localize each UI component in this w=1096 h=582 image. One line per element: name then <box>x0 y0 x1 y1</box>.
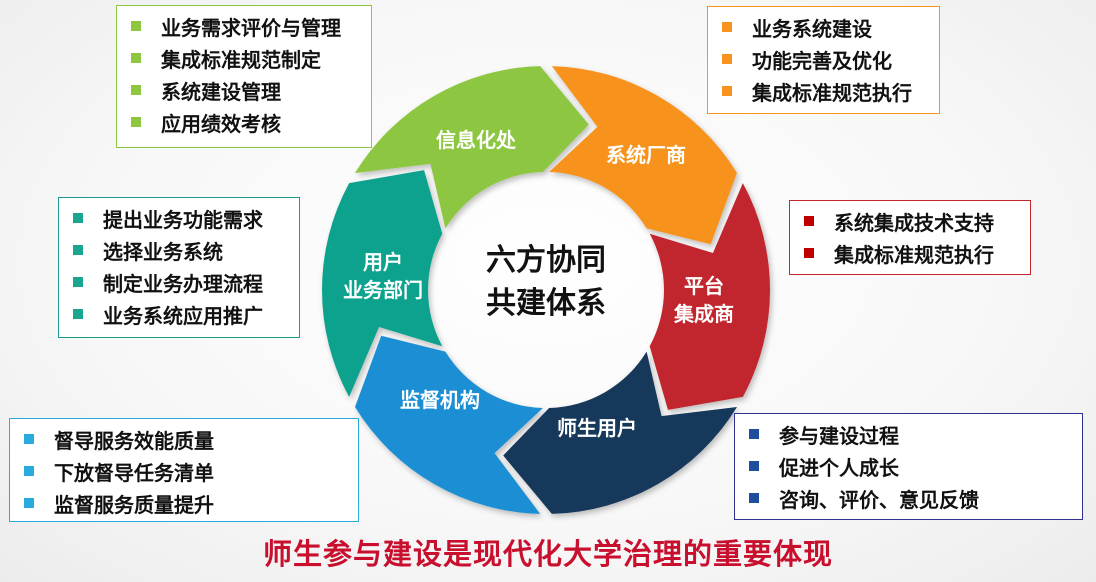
list-item: 功能完善及优化 <box>722 43 939 75</box>
list-item-text: 系统建设管理 <box>161 79 281 104</box>
center-title-line1: 六方协同 <box>486 243 606 278</box>
list-item-text: 选择业务系统 <box>103 239 223 264</box>
square-bullet-icon <box>24 434 34 444</box>
square-bullet-icon <box>131 21 141 31</box>
list-item-text: 集成标准规范制定 <box>161 47 321 72</box>
square-bullet-icon <box>131 117 141 127</box>
box-platform-integrator: 系统集成技术支持集成标准规范执行 <box>789 200 1031 275</box>
list-item: 系统建设管理 <box>131 74 371 106</box>
footer-slogan: 师生参与建设是现代化大学治理的重要体现 <box>262 537 833 571</box>
list-item: 咨询、评价、意见反馈 <box>749 482 1082 514</box>
list-item-text: 参与建设过程 <box>779 423 899 448</box>
segment-platform-integrator-label: 平台 <box>684 274 724 298</box>
square-bullet-icon <box>722 86 732 96</box>
segment-teacher-student-label: 师生用户 <box>557 416 637 440</box>
list-item-text: 促进个人成长 <box>779 455 899 480</box>
square-bullet-icon <box>804 216 814 226</box>
list-item-text: 下放督导任务清单 <box>54 460 214 485</box>
list-item: 集成标准规范执行 <box>804 237 1030 269</box>
box-platform-integrator-list: 系统集成技术支持集成标准规范执行 <box>804 205 1030 269</box>
box-information-office: 业务需求评价与管理集成标准规范制定系统建设管理应用绩效考核 <box>116 5 372 148</box>
box-teacher-student-list: 参与建设过程促进个人成长咨询、评价、意见反馈 <box>749 418 1082 514</box>
list-item: 集成标准规范执行 <box>722 75 939 107</box>
square-bullet-icon <box>73 277 83 287</box>
list-item: 业务需求评价与管理 <box>131 10 371 42</box>
list-item-text: 提出业务功能需求 <box>103 207 263 232</box>
box-user-department-list: 提出业务功能需求选择业务系统制定业务办理流程业务系统应用推广 <box>73 202 299 330</box>
segment-teacher-student <box>503 351 737 514</box>
list-item: 系统集成技术支持 <box>804 205 1030 237</box>
square-bullet-icon <box>24 466 34 476</box>
square-bullet-icon <box>73 245 83 255</box>
list-item-text: 功能完善及优化 <box>752 48 892 73</box>
square-bullet-icon <box>131 53 141 63</box>
box-teacher-student: 参与建设过程促进个人成长咨询、评价、意见反馈 <box>734 413 1083 520</box>
list-item: 提出业务功能需求 <box>73 202 299 234</box>
list-item-text: 应用绩效考核 <box>161 111 281 136</box>
list-item-text: 咨询、评价、意见反馈 <box>779 487 979 512</box>
square-bullet-icon <box>749 429 759 439</box>
list-item: 制定业务办理流程 <box>73 266 299 298</box>
segment-platform-integrator <box>649 183 770 410</box>
segment-system-vendor <box>549 66 737 245</box>
box-system-vendor-list: 业务系统建设功能完善及优化集成标准规范执行 <box>722 11 939 107</box>
list-item: 参与建设过程 <box>749 418 1082 450</box>
square-bullet-icon <box>73 213 83 223</box>
list-item: 业务系统应用推广 <box>73 298 299 330</box>
list-item-text: 业务需求评价与管理 <box>161 15 341 40</box>
box-system-vendor: 业务系统建设功能完善及优化集成标准规范执行 <box>707 6 940 114</box>
square-bullet-icon <box>804 248 814 258</box>
box-information-office-list: 业务需求评价与管理集成标准规范制定系统建设管理应用绩效考核 <box>131 10 371 138</box>
segment-platform-integrator-label: 集成商 <box>673 302 734 326</box>
segment-information-office-label: 信息化处 <box>436 128 517 152</box>
list-item-text: 业务系统建设 <box>752 16 872 41</box>
list-item: 监督服务质量提升 <box>24 487 358 519</box>
square-bullet-icon <box>131 85 141 95</box>
list-item: 应用绩效考核 <box>131 106 371 138</box>
list-item-text: 监督服务质量提升 <box>54 492 214 517</box>
square-bullet-icon <box>24 498 34 508</box>
square-bullet-icon <box>722 54 732 64</box>
list-item: 业务系统建设 <box>722 11 939 43</box>
segment-user-department <box>322 170 443 397</box>
segment-supervision-agency <box>355 335 543 514</box>
segment-information-office <box>355 66 589 229</box>
list-item: 督导服务效能质量 <box>24 423 358 455</box>
box-supervision-agency-list: 督导服务效能质量下放督导任务清单监督服务质量提升 <box>24 423 358 519</box>
list-item: 集成标准规范制定 <box>131 42 371 74</box>
box-user-department: 提出业务功能需求选择业务系统制定业务办理流程业务系统应用推广 <box>58 197 300 338</box>
square-bullet-icon <box>73 309 83 319</box>
list-item-text: 集成标准规范执行 <box>752 80 912 105</box>
list-item-text: 制定业务办理流程 <box>103 271 263 296</box>
list-item: 下放督导任务清单 <box>24 455 358 487</box>
segment-user-department-label: 业务部门 <box>343 278 423 302</box>
segment-user-department-label: 用户 <box>363 250 403 274</box>
segment-system-vendor-label: 系统厂商 <box>606 143 686 167</box>
list-item-text: 业务系统应用推广 <box>103 303 263 328</box>
list-item-text: 集成标准规范执行 <box>834 242 994 267</box>
list-item-text: 督导服务效能质量 <box>54 428 214 453</box>
square-bullet-icon <box>749 493 759 503</box>
square-bullet-icon <box>722 22 732 32</box>
list-item: 选择业务系统 <box>73 234 299 266</box>
segment-supervision-agency-label: 监督机构 <box>400 388 480 412</box>
list-item-text: 系统集成技术支持 <box>834 210 994 235</box>
box-supervision-agency: 督导服务效能质量下放督导任务清单监督服务质量提升 <box>9 418 359 522</box>
list-item: 促进个人成长 <box>749 450 1082 482</box>
center-title-line2: 共建体系 <box>486 286 606 321</box>
square-bullet-icon <box>749 461 759 471</box>
